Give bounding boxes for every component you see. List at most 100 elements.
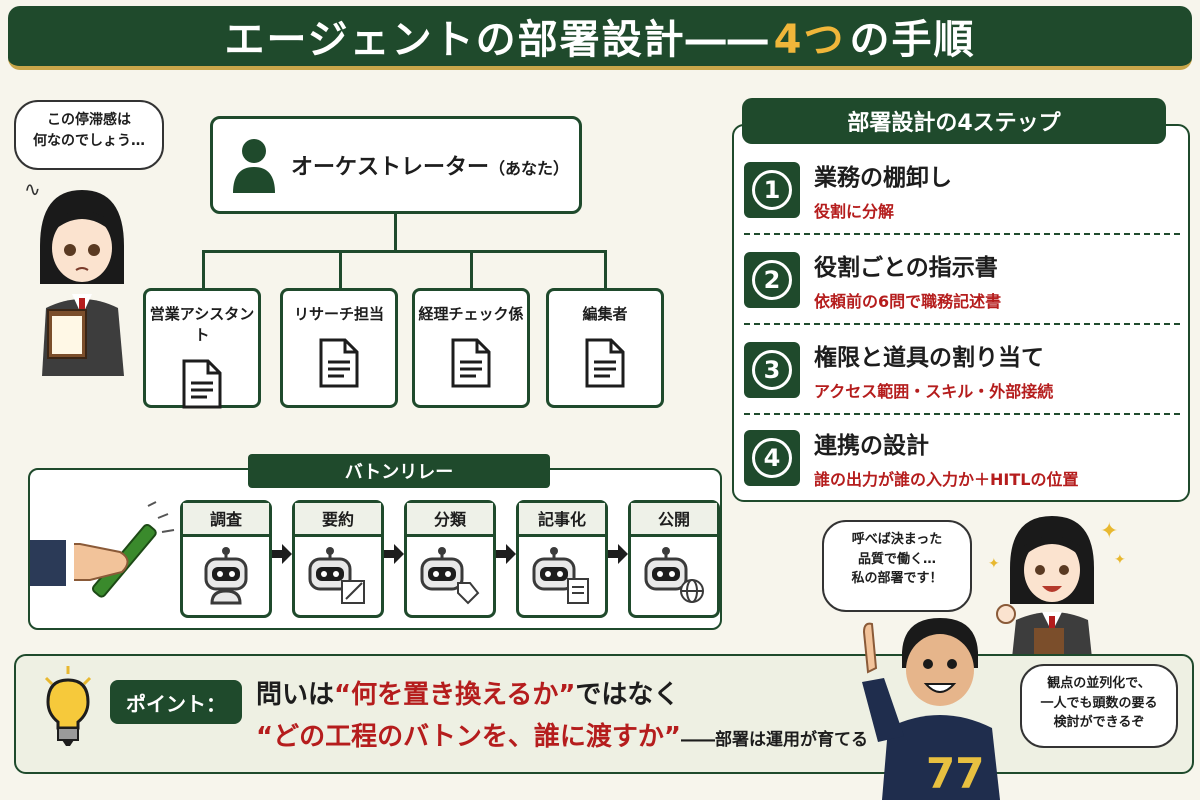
org-connector [394, 214, 397, 252]
step-title: 連携の設計 [814, 433, 929, 459]
department-name: リサーチ担当 [293, 305, 384, 323]
bubble-line: 何なのでしょう… [33, 133, 145, 149]
speech-bubble-worried: この停滞感は 何なのでしょう… [14, 100, 164, 170]
department-card: 編集者 [546, 288, 664, 408]
speech-bubble-happy: 呼べば決まった 品質で働く… 私の部署です！ [822, 520, 972, 612]
relay-arrow-icon [496, 544, 516, 564]
orchestrator-label: オーケストレーター（あなた） [291, 149, 569, 181]
svg-text:∿: ∿ [24, 177, 41, 201]
step-subtitle: 役割に分解 [814, 202, 895, 221]
step-item: 2 役割ごとの指示書依頼前の6問で職務記述書 [744, 236, 1180, 324]
department-name: 経理チェック係 [418, 305, 524, 323]
point-line-1: 問いは“何を置き換えるか”ではなく [256, 674, 679, 711]
relay-arrow-icon [384, 544, 404, 564]
step-number: 3 [752, 350, 792, 390]
bubble-line: 呼べば決まった [851, 532, 943, 547]
step-subtitle: アクセス範囲・スキル・外部接続 [814, 382, 1054, 401]
document-icon [319, 338, 359, 388]
page-title: エージェントの部署設計―― 4つ の手順 [8, 6, 1192, 70]
relay-stage-label: 記事化 [519, 503, 605, 537]
relay-stage-card: 公開 [628, 500, 720, 618]
robot-writing-icon [308, 547, 365, 604]
department-name: 編集者 [582, 305, 628, 323]
relay-stage-label: 調査 [183, 503, 269, 537]
svg-text:✦: ✦ [1114, 552, 1126, 568]
department-card: 営業アシスタント [143, 288, 261, 409]
title-part1: エージェントの部署設計―― [224, 17, 770, 63]
step-number: 4 [752, 438, 792, 478]
robot-globe-icon [644, 547, 704, 603]
step-item: 4 連携の設計誰の出力が誰の入力か＋HITLの位置 [744, 414, 1180, 502]
worried-girl-illustration: ∿ [24, 177, 124, 376]
org-connector [339, 250, 342, 288]
step-subtitle: 依頼前の6問で職務記述書 [814, 292, 1002, 311]
bubble-line: 検討ができるぞ [1053, 715, 1145, 730]
orchestrator-box: オーケストレーター（あなた） [210, 116, 582, 214]
title-accent: 4つ [773, 17, 846, 63]
step-number-badge: 4 [744, 430, 800, 486]
document-icon [451, 338, 491, 388]
step-title: 役割ごとの指示書 [814, 255, 998, 281]
point-text: ではなく [575, 680, 680, 710]
orchestrator-name: オーケストレーター [291, 155, 490, 180]
happy-girl-illustration: ✦ ✦ ✦ [988, 516, 1126, 658]
bubble-line: この停滞感は [47, 112, 131, 128]
robot-icon [204, 547, 248, 605]
relay-arrow-icon [272, 544, 292, 564]
point-quote: “何を置き換えるか” [334, 680, 576, 710]
robot-tag-icon [420, 547, 480, 605]
bubble-line: 品質で働く… [857, 551, 936, 567]
steps-panel [732, 124, 1190, 502]
step-number-badge: 1 [744, 162, 800, 218]
hand-with-baton-illustration [30, 501, 175, 598]
step-item: 1 業務の棚卸し役割に分解 [744, 146, 1180, 234]
relay-stage-label: 要約 [295, 503, 381, 537]
step-number-badge: 2 [744, 252, 800, 308]
relay-stage-card: 記事化 [516, 500, 608, 618]
document-icon [182, 359, 222, 409]
department-card: リサーチ担当 [280, 288, 398, 408]
robot-document-icon [532, 547, 589, 604]
department-card: 経理チェック係 [412, 288, 530, 408]
lightbulb-icon [44, 666, 92, 746]
relay-stage-card: 分類 [404, 500, 496, 618]
point-text: 問いは [256, 680, 335, 710]
relay-stage-label: 公開 [631, 503, 717, 537]
relay-header: バトンリレー [248, 454, 550, 488]
step-divider [744, 323, 1180, 325]
speech-bubble-man: 観点の並列化で、 一人でも頭数の要る 検討ができるぞ [1020, 664, 1178, 748]
point-badge: ポイント： [110, 680, 242, 724]
step-item: 3 権限と道具の割り当てアクセス範囲・スキル・外部接続 [744, 326, 1180, 414]
org-connector [202, 250, 606, 253]
steps-header: 部署設計の4ステップ [742, 98, 1166, 144]
point-tail: ――部署は運用が育てる [680, 730, 868, 750]
point-line-2: “どの工程のバトンを、誰に渡すか”――部署は運用が育てる [256, 716, 868, 753]
point-quote: “どの工程のバトンを、誰に渡すか” [256, 722, 681, 752]
step-title: 業務の棚卸し [814, 165, 952, 191]
org-connector [604, 250, 607, 288]
step-title: 権限と道具の割り当て [814, 345, 1044, 371]
relay-stage-label: 分類 [407, 503, 493, 537]
football-man-illustration: 77 [862, 618, 1000, 800]
org-connector [202, 250, 205, 288]
step-divider [744, 413, 1180, 415]
bubble-line: 私の部署です！ [851, 571, 943, 586]
relay-arrow-icon [608, 544, 628, 564]
step-subtitle: 誰の出力が誰の入力か＋HITLの位置 [814, 470, 1079, 489]
title-part2: の手順 [849, 17, 976, 63]
department-name: 営業アシスタント [149, 305, 255, 344]
svg-text:✦: ✦ [988, 556, 1000, 572]
person-icon [233, 139, 275, 193]
bubble-line: 観点の並列化で、 [1047, 676, 1151, 691]
jersey-number: 77 [926, 749, 984, 798]
org-connector [470, 250, 473, 288]
document-icon [585, 338, 625, 388]
step-divider [744, 233, 1180, 235]
step-number: 2 [752, 260, 792, 300]
bubble-line: 一人でも頭数の要る [1040, 695, 1158, 711]
orchestrator-suffix: （あなた） [489, 159, 570, 178]
step-number-badge: 3 [744, 342, 800, 398]
relay-stage-card: 調査 [180, 500, 272, 618]
svg-text:✦: ✦ [1100, 519, 1118, 544]
step-number: 1 [752, 170, 792, 210]
